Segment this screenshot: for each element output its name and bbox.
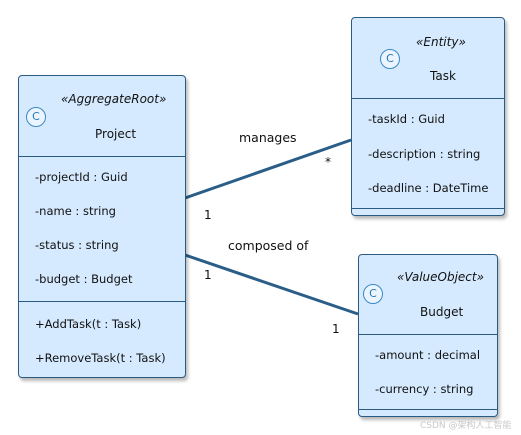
composed-of-association-line [184, 253, 359, 316]
project-methods: +AddTask(t : Task) +RemoveTask(t : Task) [19, 301, 185, 378]
project-stereotype: «AggregateRoot» [61, 92, 167, 106]
budget-field: -currency : string [375, 382, 474, 396]
project-method: +AddTask(t : Task) [35, 317, 142, 331]
task-field: -deadline : DateTime [368, 181, 489, 195]
project-class-name: Project [95, 127, 137, 141]
budget-class-header: C «ValueObject» Budget [359, 255, 497, 335]
task-class[interactable]: C «Entity» Task -taskId : Guid -descript… [351, 17, 505, 216]
task-fields: -taskId : Guid -description : string -de… [352, 98, 504, 208]
composed-of-target-multiplicity: 1 [332, 322, 340, 336]
class-circle-icon: C [363, 284, 383, 304]
budget-fields: -amount : decimal -currency : string [359, 334, 497, 409]
composed-of-source-multiplicity: 1 [204, 268, 212, 282]
budget-class[interactable]: C «ValueObject» Budget -amount : decimal… [358, 254, 498, 417]
class-circle-icon: C [26, 107, 46, 127]
task-stereotype: «Entity» [416, 35, 466, 49]
manages-source-multiplicity: 1 [204, 208, 212, 222]
budget-class-name: Budget [420, 305, 464, 319]
project-field: -budget : Budget [35, 272, 133, 286]
manages-target-multiplicity: * [325, 155, 331, 169]
budget-methods [359, 409, 497, 417]
project-fields: -projectId : Guid -name : string -status… [19, 156, 185, 301]
manages-label: manages [239, 130, 297, 145]
class-circle-icon: C [380, 49, 400, 69]
task-class-name: Task [430, 69, 456, 83]
composed-of-label: composed of [228, 238, 309, 253]
project-field: -status : string [35, 238, 119, 252]
budget-stereotype: «ValueObject» [397, 270, 485, 284]
task-methods [352, 208, 504, 216]
watermark: CSDN @架构人工智能 [420, 421, 512, 431]
project-class-header: C «AggregateRoot» Project [19, 76, 185, 157]
task-class-header: C «Entity» Task [352, 18, 504, 99]
project-class[interactable]: C «AggregateRoot» Project -projectId : G… [18, 75, 186, 378]
manages-association-line [184, 138, 352, 200]
task-field: -description : string [368, 147, 481, 161]
project-field: -name : string [35, 204, 116, 218]
budget-field: -amount : decimal [375, 348, 481, 362]
task-field: -taskId : Guid [368, 112, 445, 126]
project-method: +RemoveTask(t : Task) [35, 351, 166, 365]
project-field: -projectId : Guid [35, 170, 128, 184]
